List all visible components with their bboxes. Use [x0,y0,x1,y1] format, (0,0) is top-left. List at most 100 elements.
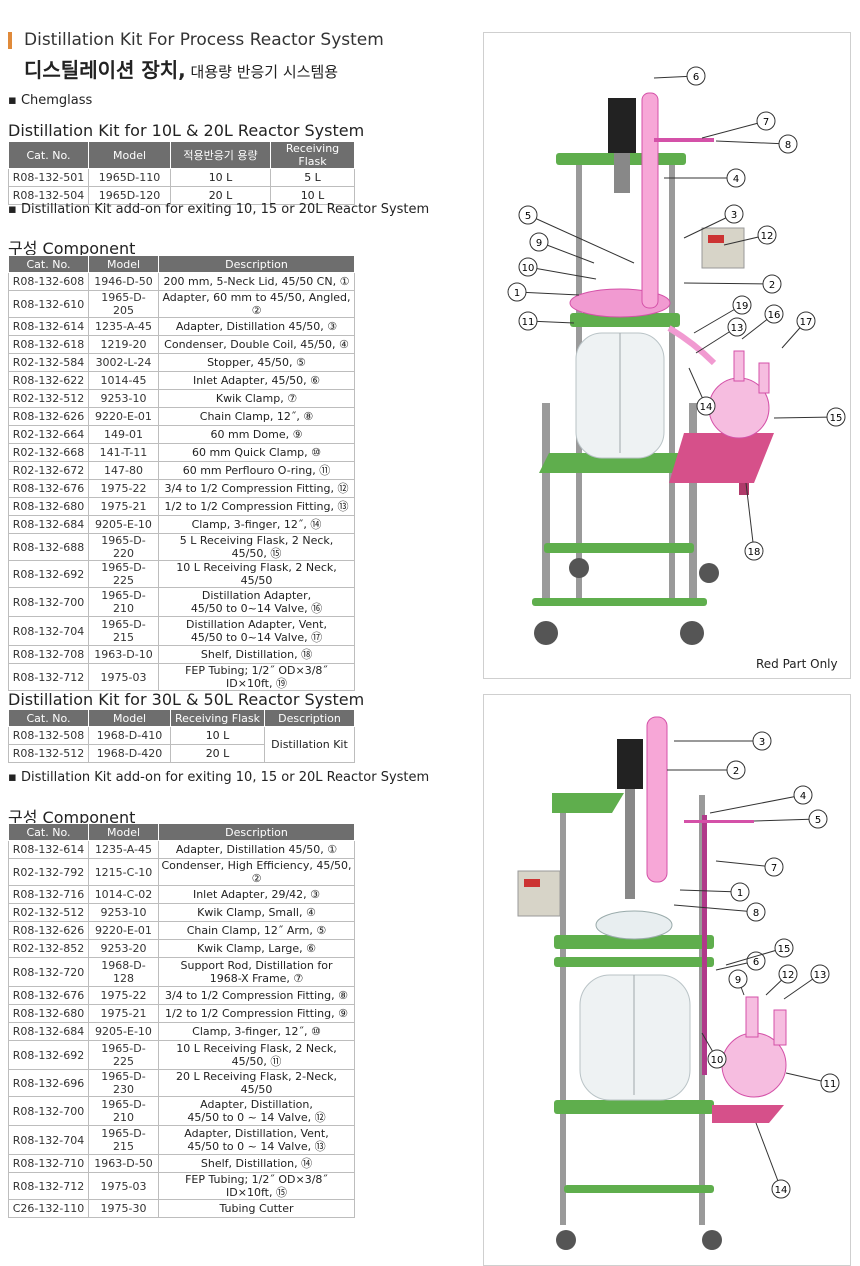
callout-circle [757,225,777,245]
table-cell: 147-80 [88,461,159,480]
title-korean: 디스틸레이션 장치, 대용량 반응기 시스템용 [24,54,338,83]
table-cell: R08-132-622 [8,371,89,390]
column-header: Cat. No. [8,823,89,841]
table-cell: 1975-22 [88,479,159,498]
callout-number: 3 [759,737,765,748]
table-cell: 1235-A-45 [88,317,159,336]
table-cell: 10 L Receiving Flask, 2 Neck,45/50, ⑪ [158,1040,355,1070]
table-cell: 20 L [170,744,265,763]
table-cell: 1965-D-210 [88,1096,159,1126]
callout-circle [707,1049,727,1069]
table-cell: 10 L [170,726,265,745]
header-accent-bar [8,32,12,49]
kit1-title: Distillation Kit for 10L & 20L Reactor S… [8,121,365,140]
table-cell: Distillation Adapter, Vent,45/50 to 0~14… [158,616,355,646]
table-cell: R02-132-672 [8,461,89,480]
callout-leader [709,794,804,814]
table-cell: 9205-E-10 [88,1022,159,1041]
callout-number: 12 [782,970,795,981]
table-cell: R02-132-512 [8,903,89,922]
table-cell: R08-132-692 [8,560,89,588]
callout-circle [518,205,538,225]
table-cell: 1965-D-215 [88,616,159,646]
table-cell: 1963-D-10 [88,645,159,664]
callout-number: 3 [731,210,737,221]
table-cell: Inlet Adapter, 29/42, ③ [158,885,355,904]
table-cell: C26-132-110 [8,1199,89,1218]
table-cell: Adapter, Distillation,45/50 to 0 ~ 14 Va… [158,1096,355,1126]
table-cell: 5 L [270,168,355,187]
kit2-note: ▪ Distillation Kit add-on for exiting 10… [8,770,430,785]
callout-circle [529,232,549,252]
callout-number: 12 [761,231,774,242]
callout-circle [726,760,746,780]
table-cell: 9253-20 [88,939,159,958]
comp2-title: 구성 Component [8,808,136,827]
table-cell: 1963-D-50 [88,1154,159,1173]
table-cell: 1965-D-210 [88,587,159,617]
title-english: Distillation Kit For Process Reactor Sys… [24,30,384,50]
table-cell: 1965-D-220 [88,533,159,561]
table-cell: Kwik Clamp, ⑦ [158,389,355,408]
table-cell: R02-132-512 [8,389,89,408]
table-cell: R08-132-508 [8,726,89,745]
table-cell: Kwik Clamp, Small, ④ [158,903,355,922]
table-cell: R08-132-716 [8,885,89,904]
table-cell: FEP Tubing; 1/2˝ OD×3/8˝ ID×10ft, ⑮ [158,1172,355,1200]
callout-circle [518,311,538,331]
callout-number: 15 [778,944,791,955]
callout-circle [507,282,527,302]
table-cell: 3/4 to 1/2 Compression Fitting, ⑧ [158,986,355,1005]
callout-number: 9 [735,975,741,986]
callout-leader [538,241,595,264]
table-cell: R02-132-664 [8,425,89,444]
table-cell: R08-132-512 [8,744,89,763]
callout-leader [527,266,597,280]
callout-number: 19 [736,301,749,312]
table-cell: R02-132-668 [8,443,89,462]
callout-leader [679,889,741,893]
table-cell: Stopper, 45/50, ⑤ [158,353,355,372]
column-header: Receiving Flask [270,141,355,169]
column-header: Cat. No. [8,709,89,727]
table-cell: R08-132-614 [8,317,89,336]
column-header: Description [158,255,355,273]
callout-number: 15 [830,413,843,424]
table-cell: 1215-C-10 [88,858,159,886]
callout-number: 10 [711,1055,724,1066]
kit2-title: Distillation Kit for 30L & 50L Reactor S… [8,690,365,709]
table-cell: 1968-D-128 [88,957,159,987]
table-cell: R08-132-712 [8,663,89,691]
table-cell: R08-132-680 [8,497,89,516]
table-cell: 1946-D-50 [88,272,159,291]
table-cell: Clamp, 3-finger, 12˝, ⑭ [158,515,355,534]
table-cell: 3/4 to 1/2 Compression Fitting, ⑫ [158,479,355,498]
table-cell: 9253-10 [88,903,159,922]
table-cell: 1975-03 [88,663,159,691]
table-cell: R08-132-720 [8,957,89,987]
table-cell: FEP Tubing; 1/2˝ OD×3/8˝ ID×10ft, ⑲ [158,663,355,691]
callout-circle [730,882,750,902]
column-header: Description [264,709,355,727]
table-cell: R08-132-676 [8,986,89,1005]
table-cell: R08-132-610 [8,290,89,318]
callout-number: 4 [800,791,806,802]
callout-leader [715,860,775,868]
table-cell: R08-132-688 [8,533,89,561]
